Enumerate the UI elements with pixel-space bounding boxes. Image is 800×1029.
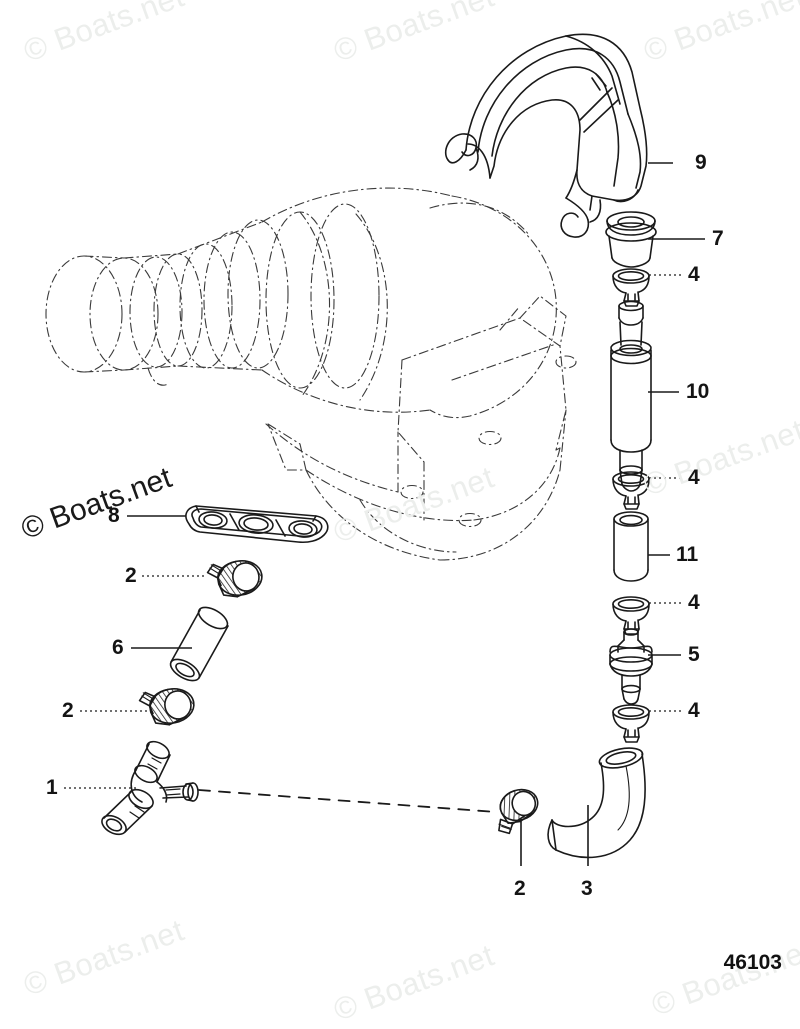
part-2-hose-clamp-b	[138, 688, 195, 726]
callout-leader-lines	[64, 162, 705, 866]
callout-5: 5	[688, 643, 700, 666]
callout-2b: 2	[62, 699, 74, 722]
part-6-hose	[169, 606, 229, 682]
part-1-tee-fitting	[101, 740, 199, 836]
part-7-grommet	[605, 211, 657, 268]
callout-3: 3	[581, 877, 593, 900]
part-2-hose-clamp-c	[498, 788, 539, 835]
callout-2c: 2	[514, 877, 526, 900]
callout-4a: 4	[688, 263, 700, 286]
callout-2a: 2	[125, 564, 137, 587]
part-11-short-hose	[613, 511, 649, 582]
callout-9: 9	[695, 151, 707, 174]
part-4-spring-clamp-d	[612, 704, 650, 743]
callout-4d: 4	[688, 699, 700, 722]
callout-11: 11	[676, 543, 699, 566]
parts-diagram-canvas: © Boats.net© Boats.net© Boats.net© Boats…	[17, 0, 800, 1028]
part-4-spring-clamp-b	[612, 471, 650, 510]
diagram-artwork	[45, 33, 705, 866]
drawing-number: 46103	[723, 951, 782, 974]
part-8-gasket	[185, 505, 329, 544]
callout-1: 1	[46, 776, 58, 799]
part-4-spring-clamp-a	[612, 268, 650, 307]
assembly-dash-line	[198, 789, 497, 813]
callout-4c: 4	[688, 591, 700, 614]
part-9-bracket	[444, 33, 648, 238]
part-3-curved-hose	[547, 747, 646, 859]
callout-4b: 4	[688, 466, 700, 489]
part-5-check-valve	[609, 628, 653, 705]
part-10-fuel-filter	[610, 300, 652, 492]
callout-10: 10	[686, 380, 710, 403]
phantom-exhaust-manifold	[45, 187, 577, 561]
callout-8: 8	[108, 504, 120, 527]
part-2-hose-clamp-a	[206, 560, 263, 598]
callout-6: 6	[112, 636, 124, 659]
callout-7: 7	[712, 227, 724, 250]
